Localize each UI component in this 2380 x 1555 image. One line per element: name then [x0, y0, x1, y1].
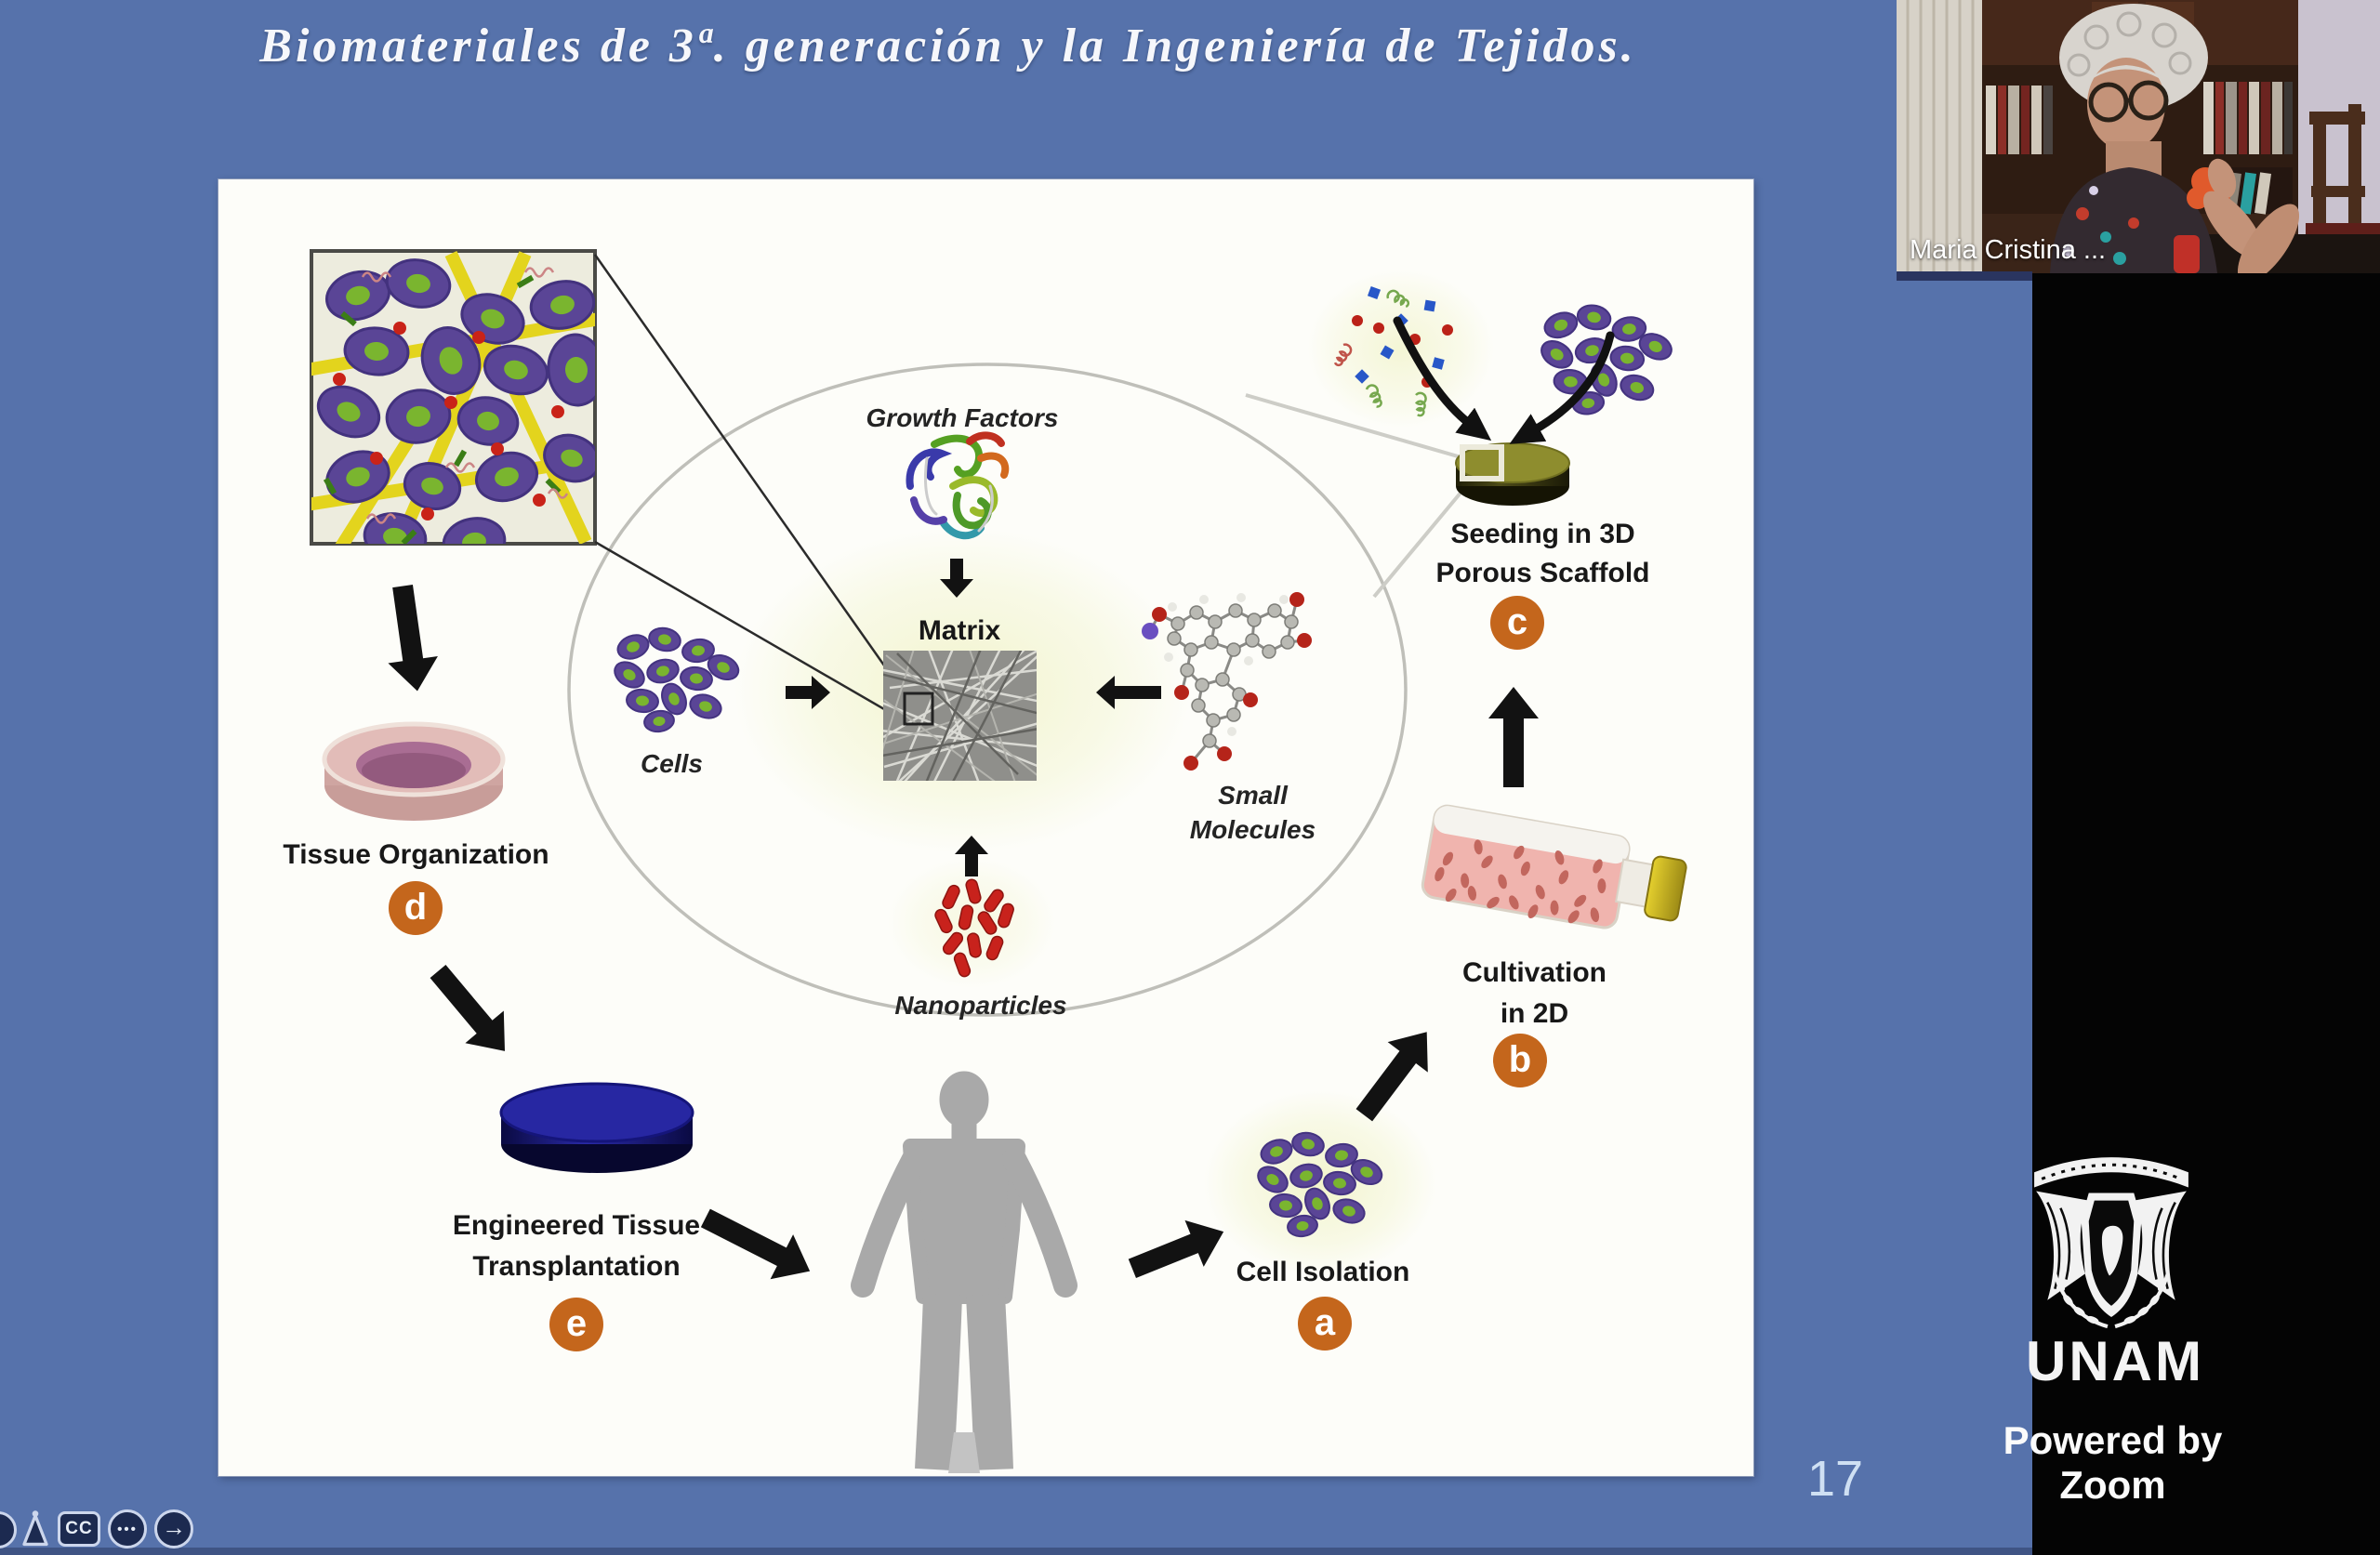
step-a-label: Cell Isolation — [1236, 1257, 1410, 1287]
viewer-toolbar: CC ••• → — [0, 1504, 214, 1555]
small-molecules-label: Small Molecules — [1167, 778, 1339, 847]
seeding-arrows — [1393, 316, 1615, 444]
small-molecules-line1: Small — [1218, 781, 1288, 810]
unam-crest-logo — [2034, 1157, 2188, 1329]
step-d-label: Tissue Organization — [283, 839, 549, 870]
nanoparticles-label: Nanoparticles — [894, 991, 1067, 1020]
nanoparticles-cluster — [934, 878, 1014, 978]
step-e-line2: Transplantation — [472, 1251, 681, 1282]
webcam-scene — [1897, 0, 2380, 273]
magnifier-lines-scaffold — [1245, 393, 1468, 599]
cycle-arrows — [388, 559, 1539, 1280]
step-e-label: Engineered Tissue Transplantation — [428, 1206, 725, 1287]
webcam-border — [1897, 271, 2032, 281]
slide-page-number: 17 — [1807, 1451, 1864, 1507]
badge-b: b — [1493, 1034, 1547, 1087]
step-c-line2: Porous Scaffold — [1435, 558, 1650, 588]
next-arrow-icon[interactable]: → — [154, 1509, 193, 1548]
step-c-line1: Seeding in 3D — [1450, 519, 1635, 549]
step-b-line2: in 2D — [1500, 998, 1569, 1029]
step-e-line1: Engineered Tissue — [452, 1210, 701, 1241]
badge-c: c — [1490, 596, 1544, 650]
porous-scaffold-disc — [1455, 442, 1570, 506]
unam-wordmark: UNAM — [2026, 1330, 2204, 1392]
engineered-tissue-disc — [499, 1082, 694, 1173]
small-molecules-line2: Molecules — [1189, 815, 1316, 844]
culture-flask — [1421, 804, 1687, 929]
growth-factors-label: Growth Factors — [866, 403, 1059, 432]
closed-captions-icon[interactable]: CC — [58, 1511, 100, 1547]
bottom-shade — [0, 1548, 2032, 1555]
step-b-line1: Cultivation — [1462, 957, 1606, 988]
small-molecule-structure — [1142, 592, 1312, 771]
cone-icon[interactable] — [15, 1508, 56, 1550]
presentation-slide: Growth Factors Matrix Cells Small Molecu… — [218, 179, 1753, 1476]
cells-label: Cells — [641, 749, 703, 778]
matrix-label: Matrix — [918, 615, 1001, 646]
cells-on-fibers-inset-image — [310, 249, 597, 546]
slide-title: Biomateriales de 3ª. generación y la Ing… — [259, 20, 1637, 72]
participant-video[interactable]: Maria Cristina ... — [1897, 0, 2380, 273]
scaffold-environment-ellipse — [567, 362, 1408, 1017]
more-options-icon[interactable]: ••• — [108, 1509, 147, 1548]
tissue-engineering-diagram — [310, 249, 1687, 1473]
badge-e: e — [549, 1298, 603, 1351]
human-body-silhouette — [851, 1071, 1078, 1473]
matrix-fiber-image — [883, 651, 1037, 781]
badge-a: a — [1298, 1297, 1352, 1351]
magnifier-lines-matrix — [593, 254, 909, 725]
step-b-label: Cultivation in 2D — [1453, 953, 1616, 1034]
participant-name-label: Maria Cristina ... — [1910, 235, 2107, 265]
petri-dish — [322, 721, 506, 821]
step-c-label: Seeding in 3D Porous Scaffold — [1410, 515, 1675, 593]
powered-by-zoom-label: Powered by Zoom — [2003, 1418, 2223, 1507]
badge-d: d — [389, 881, 443, 935]
cells-cluster — [609, 624, 744, 735]
growth-factor-protein — [906, 431, 1010, 540]
